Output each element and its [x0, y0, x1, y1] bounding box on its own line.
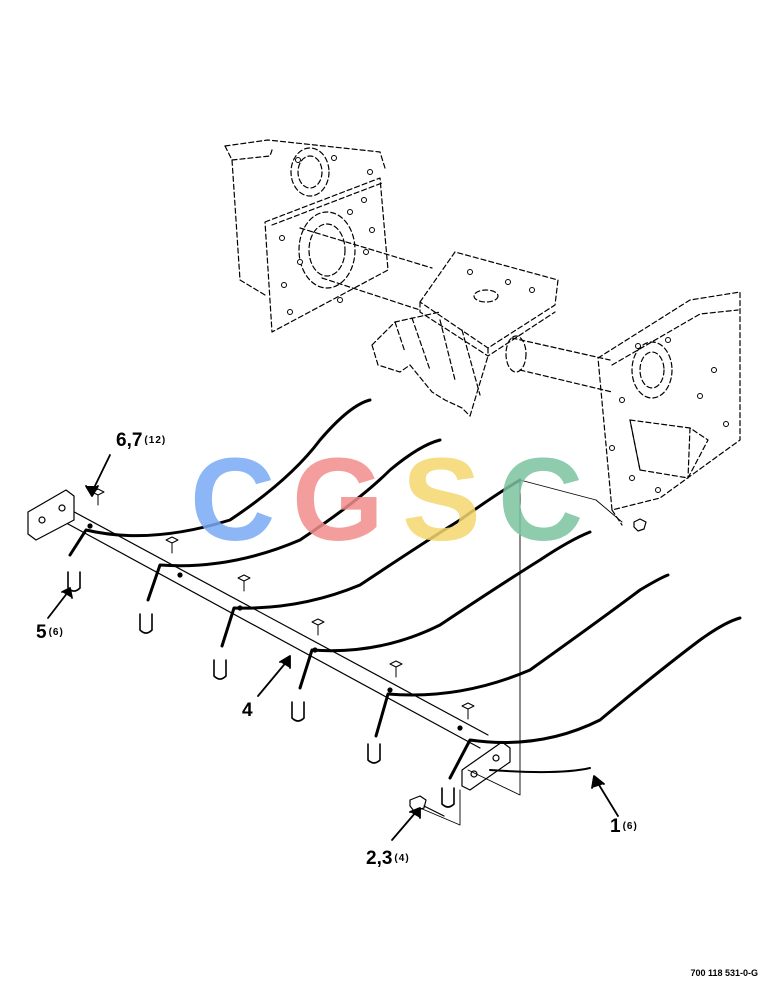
- callout-number: 4: [242, 700, 253, 721]
- cgsc-watermark: C G S C: [190, 440, 583, 560]
- callout-6-7: 6,7(12): [116, 430, 166, 452]
- spring-tines: [68, 398, 742, 780]
- watermark-letter: C: [498, 440, 583, 560]
- leader-arrows: [47, 454, 619, 841]
- document-code: 700 118 531-0-G: [690, 968, 758, 978]
- callout-number: 1: [610, 816, 621, 837]
- mount-bolt: [409, 518, 647, 817]
- callout-number: 5: [36, 622, 47, 643]
- callout-number: 6,7: [116, 430, 143, 451]
- callout-quantity: (12): [144, 435, 167, 446]
- frame-holes: [279, 155, 729, 493]
- watermark-letter: S: [402, 440, 481, 560]
- frame-assembly: [224, 139, 741, 526]
- nuts: [91, 488, 475, 720]
- callout-number: 2,3: [366, 848, 393, 869]
- callout-2-3: 2,3(4): [366, 848, 410, 870]
- callout-1: 1(6): [610, 816, 638, 838]
- watermark-letter: C: [190, 440, 275, 560]
- callout-quantity: (4): [394, 853, 410, 864]
- callout-quantity: (6): [622, 821, 638, 832]
- callout-quantity: (6): [48, 627, 64, 638]
- watermark-letter: G: [292, 440, 384, 560]
- callout-4: 4: [242, 700, 253, 722]
- reference-lines: [419, 479, 623, 826]
- callout-5: 5(6): [36, 622, 64, 644]
